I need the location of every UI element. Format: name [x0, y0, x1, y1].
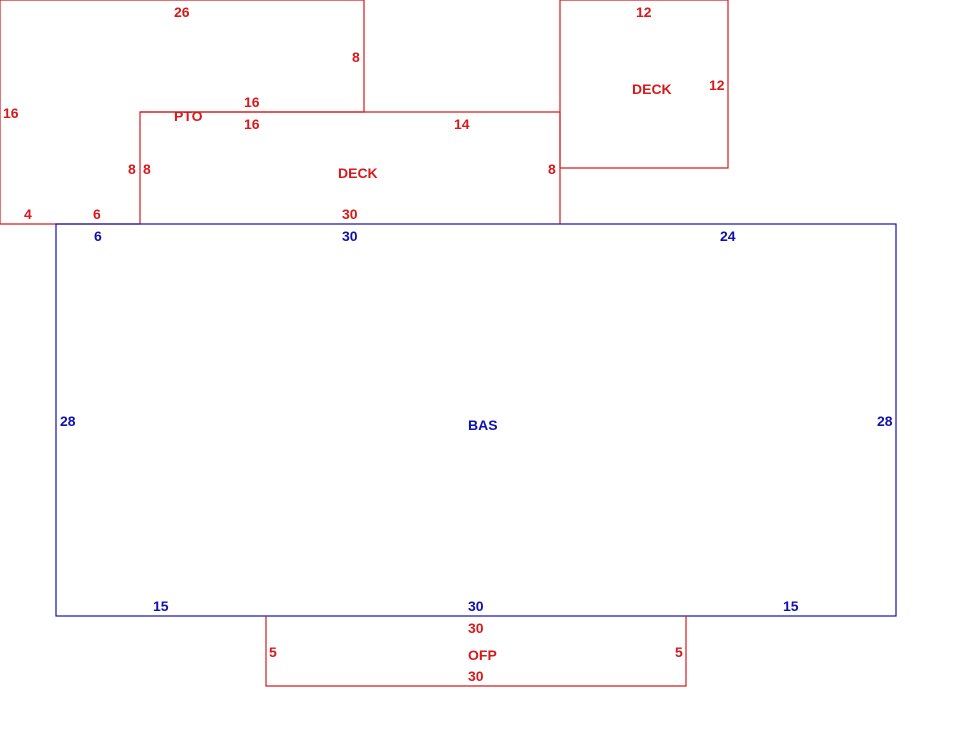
pto-dim-bottom-inner: 6 — [93, 206, 101, 222]
ofp-outline — [265, 616, 687, 687]
deck-main-dim-left: 8 — [143, 161, 151, 177]
pto-dim-left: 16 — [3, 105, 19, 121]
deck-main-dim-top-right: 14 — [454, 116, 470, 132]
deck-main-dim-bottom: 30 — [342, 206, 358, 222]
bas-dim-bottom-left: 15 — [153, 598, 169, 614]
ofp-dim-top: 30 — [468, 620, 484, 636]
bas-dim-top-right: 24 — [720, 228, 736, 244]
bas-dim-left: 28 — [60, 413, 76, 429]
bas-dim-top-mid: 30 — [342, 228, 358, 244]
bas-dim-bottom-mid: 30 — [468, 598, 484, 614]
bas-dim-top-left: 6 — [94, 228, 102, 244]
deck-small-label: DECK — [632, 81, 672, 97]
pto-dim-right: 8 — [352, 49, 360, 65]
bas-outline — [55, 223, 897, 617]
bas-dim-bottom-right: 15 — [783, 598, 799, 614]
bas-label: BAS — [468, 417, 498, 433]
ofp-dim-bottom: 30 — [468, 668, 484, 684]
deck-main-dim-right: 8 — [548, 161, 556, 177]
deck-main-dim-top-left: 16 — [244, 116, 260, 132]
deck-main-label: DECK — [338, 165, 378, 181]
deck-small-dim-right: 12 — [709, 77, 725, 93]
pto-dim-top: 26 — [174, 4, 190, 20]
ofp-dim-right: 5 — [675, 644, 683, 660]
ofp-label: OFP — [468, 647, 497, 663]
pto-label: PTO — [174, 108, 203, 124]
pto-dim-inner-top: 16 — [244, 94, 260, 110]
pto-dim-bottom-left: 4 — [24, 206, 32, 222]
pto-dim-inner-right: 8 — [128, 161, 136, 177]
ofp-dim-left: 5 — [269, 644, 277, 660]
bas-dim-right: 28 — [877, 413, 893, 429]
deck-small-outline — [559, 0, 729, 169]
deck-small-dim-top: 12 — [636, 4, 652, 20]
